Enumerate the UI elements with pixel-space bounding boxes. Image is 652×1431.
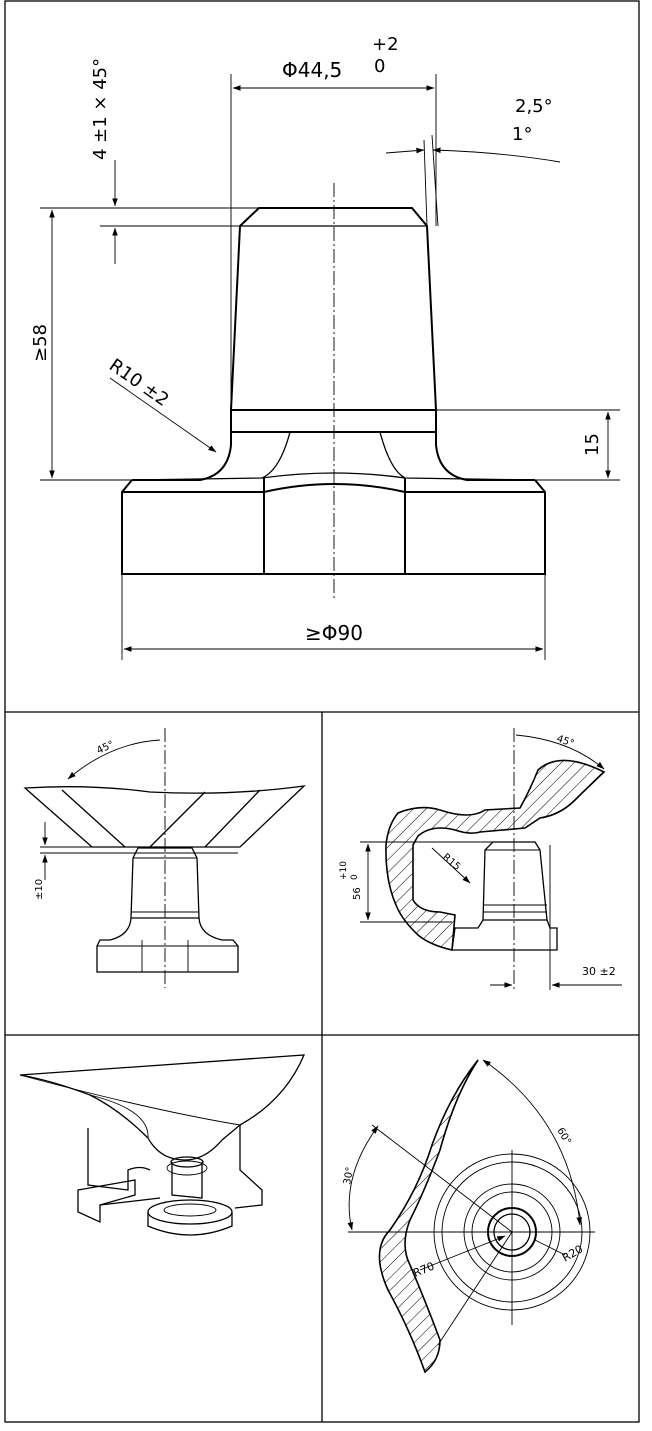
section-offset-label: 30 ±2 — [582, 965, 616, 978]
section-radius-label: R15 — [440, 852, 462, 873]
plan-radius-large-label: R70 — [411, 1260, 436, 1280]
section-height-tol-upper: +10 — [339, 861, 349, 880]
height-label: ≥58 — [30, 324, 51, 362]
nozzle-body — [229, 207, 438, 411]
top-diameter-label: Φ44,5 — [282, 58, 342, 82]
isometric-view — [19, 1054, 306, 1236]
radius-label: R10 ±2 — [105, 355, 172, 411]
plan-view: R70 R20 30° 60° — [342, 1059, 595, 1374]
left-fillet — [132, 432, 232, 481]
section-height-label: 56 — [352, 887, 363, 900]
section-height-tol-lower: 0 — [350, 874, 360, 880]
plan-angle-left-label: 30° — [342, 1166, 356, 1185]
base-nut — [121, 479, 546, 575]
top-diameter-tol-lower: 0 — [374, 56, 385, 77]
radius-leader — [109, 377, 217, 453]
right-fillet — [435, 432, 535, 481]
angle-outer-label: 2,5° — [515, 96, 553, 117]
top-diameter-tol-upper: +2 — [372, 34, 399, 55]
tilt-side-view: 45° ±10 — [23, 728, 306, 988]
plan-radius-small-label: R20 — [560, 1243, 585, 1265]
chamfer-label: 4 ±1 × 45° — [90, 58, 111, 160]
main-view: Φ44,5 +2 0 2,5° 1° 4 ±1 × 45° ≥58 R10 ±2… — [30, 34, 620, 660]
section-angle-label: 45° — [555, 733, 575, 749]
base-diameter-label: ≥Φ90 — [305, 621, 363, 645]
angle-inner-label: 1° — [512, 124, 532, 145]
collar-height-label: 15 — [582, 433, 603, 456]
frame — [4, 0, 640, 1423]
section-view: 45° R15 56 +10 0 30 ±2 — [339, 728, 622, 990]
tilt-tolerance-label: ±10 — [34, 879, 45, 900]
